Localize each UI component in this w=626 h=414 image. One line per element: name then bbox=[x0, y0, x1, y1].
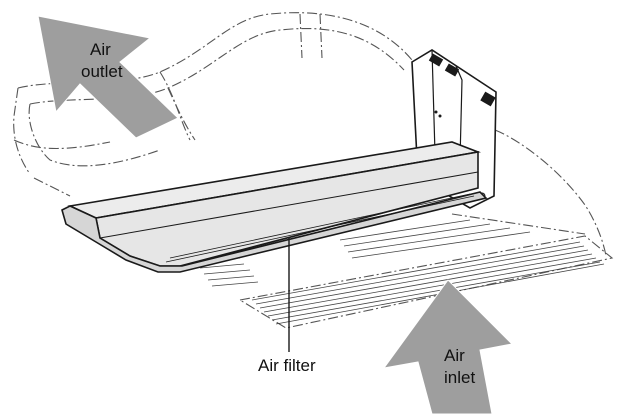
inlet-grille-outline bbox=[238, 235, 614, 329]
air-inlet-arrow bbox=[382, 279, 514, 414]
air-outlet-label-line1: Air bbox=[90, 40, 111, 59]
air-filter-label: Air filter bbox=[258, 356, 316, 375]
air-outlet-arrow bbox=[37, 15, 179, 139]
air-inlet-label-line2: inlet bbox=[444, 368, 476, 387]
air-outlet-label-line2: outlet bbox=[81, 62, 123, 81]
unit-main-body bbox=[61, 141, 488, 273]
inlet-grille-slats bbox=[195, 219, 605, 325]
air-inlet-label-line1: Air bbox=[444, 346, 465, 365]
